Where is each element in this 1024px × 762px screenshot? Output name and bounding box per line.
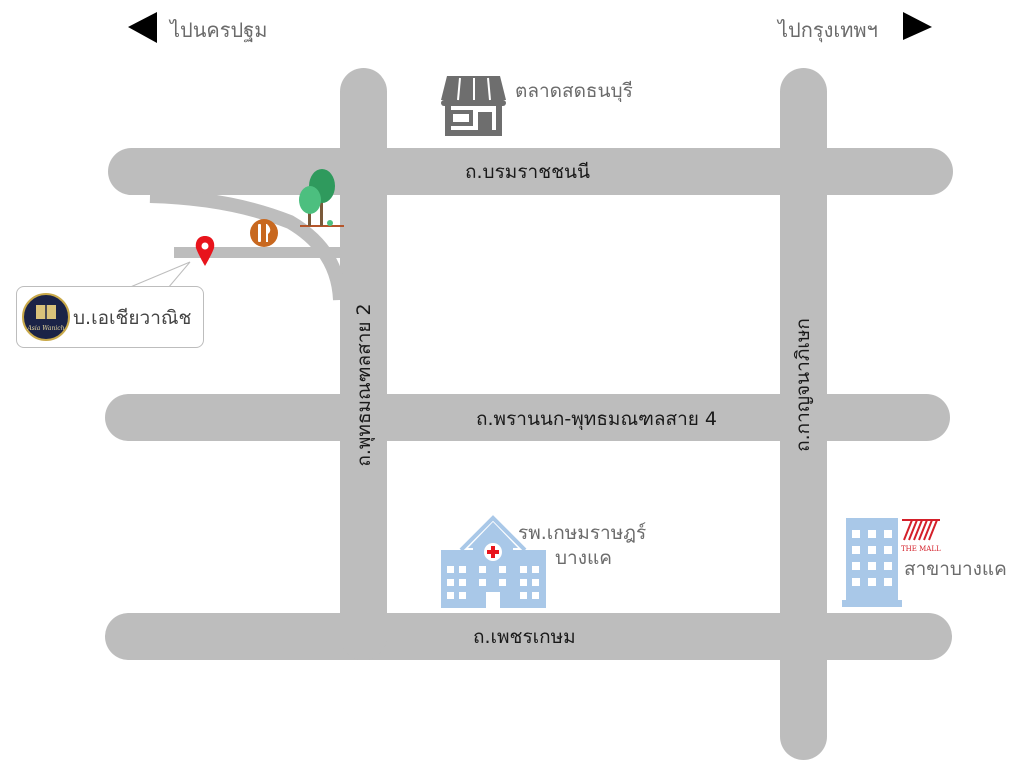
direction-right-label: ไปกรุงเทพฯ <box>778 18 878 42</box>
mall-logo-text: THE MALL <box>901 545 941 553</box>
road-borom-label: ถ.บรมราชชนนี <box>465 161 590 183</box>
company-label: บ.เอเชียวาณิช <box>73 307 192 329</box>
company-logo-text: Asia Wanich <box>27 325 65 332</box>
road-phran-label: ถ.พรานนก-พุทธมณฑลสาย 4 <box>476 408 718 430</box>
hospital-label-line1: รพ.เกษมราษฎร์ <box>518 522 647 544</box>
road-phuttha2 <box>340 68 387 660</box>
direction-left-label: ไปนครปฐม <box>170 18 268 42</box>
road-kanchana <box>780 68 827 760</box>
right-arrow-icon <box>903 12 932 40</box>
company-logo: Asia Wanich <box>22 293 70 341</box>
market-label: ตลาดสดธนบุรี <box>515 80 633 102</box>
road-phet-label: ถ.เพชรเกษม <box>473 626 576 648</box>
mall-label: สาขาบางแค <box>904 558 1007 580</box>
hospital-label-line2: บางแค <box>555 547 612 569</box>
left-arrow-icon <box>128 12 157 43</box>
company-callout: Asia Wanich บ.เอเชียวาณิช <box>16 286 204 348</box>
